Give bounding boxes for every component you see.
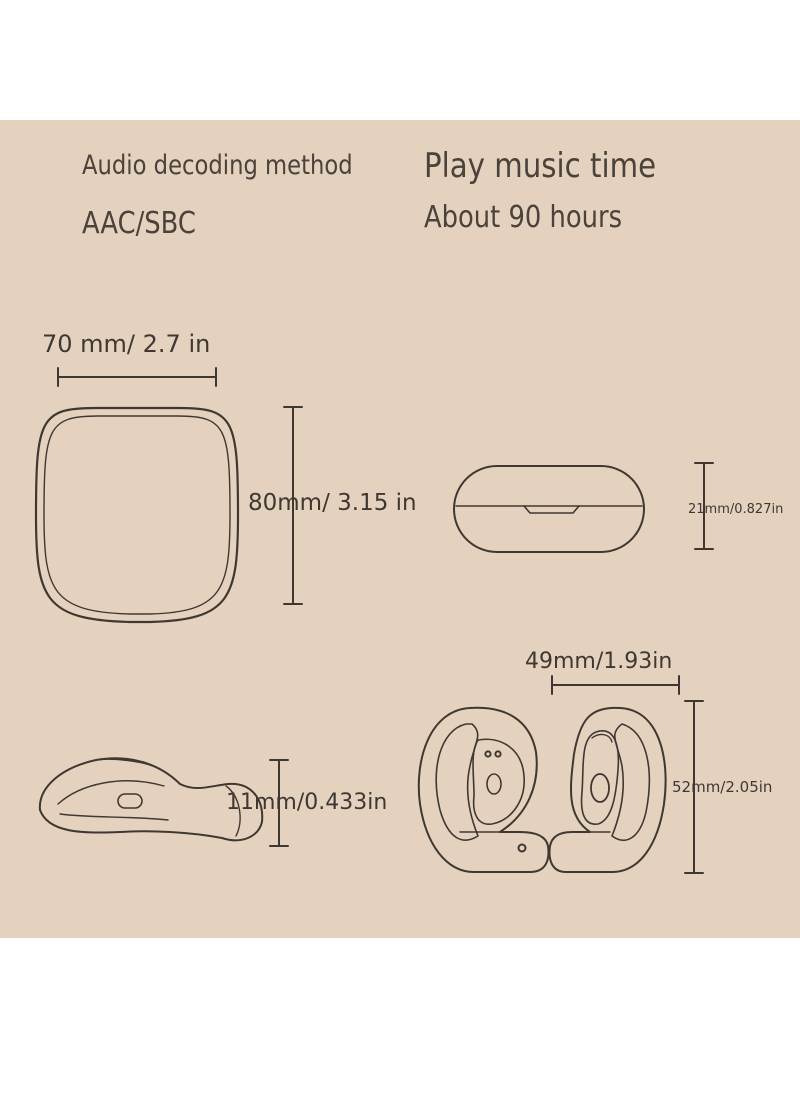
earbud-side-drawing: [38, 757, 264, 842]
case-depth-label: 21mm/0.827in: [688, 502, 784, 517]
play-time-value: About 90 hours: [424, 200, 623, 235]
earbud-height-label: 52mm/2.05in: [672, 778, 773, 796]
case-width-dimension-line: [57, 367, 217, 387]
case-side-drawing: [453, 465, 645, 553]
audio-decoding-label: Audio decoding method: [82, 150, 353, 181]
earbud-height-dimension-line: [684, 700, 704, 874]
case-front-drawing: [34, 406, 240, 624]
product-spec-panel: Audio decoding method AAC/SBC Play music…: [0, 120, 800, 938]
case-depth-dimension-line: [694, 462, 714, 550]
case-width-label: 70 mm/ 2.7 in: [42, 330, 211, 358]
case-height-label: 80mm/ 3.15 in: [248, 490, 417, 516]
play-time-label: Play music time: [424, 146, 657, 186]
earbud-depth-dimension-line: [269, 759, 289, 847]
earbud-width-label: 49mm/1.93in: [525, 649, 673, 674]
case-height-dimension-line: [283, 406, 303, 605]
earbud-width-dimension-line: [551, 675, 680, 695]
earbud-right-drawing: [548, 706, 667, 873]
earbud-left-drawing: [417, 706, 550, 873]
earbud-depth-label: 11mm/0.433in: [226, 790, 388, 815]
audio-decoding-value: AAC/SBC: [82, 206, 196, 241]
product-line-drawings: [34, 367, 714, 874]
